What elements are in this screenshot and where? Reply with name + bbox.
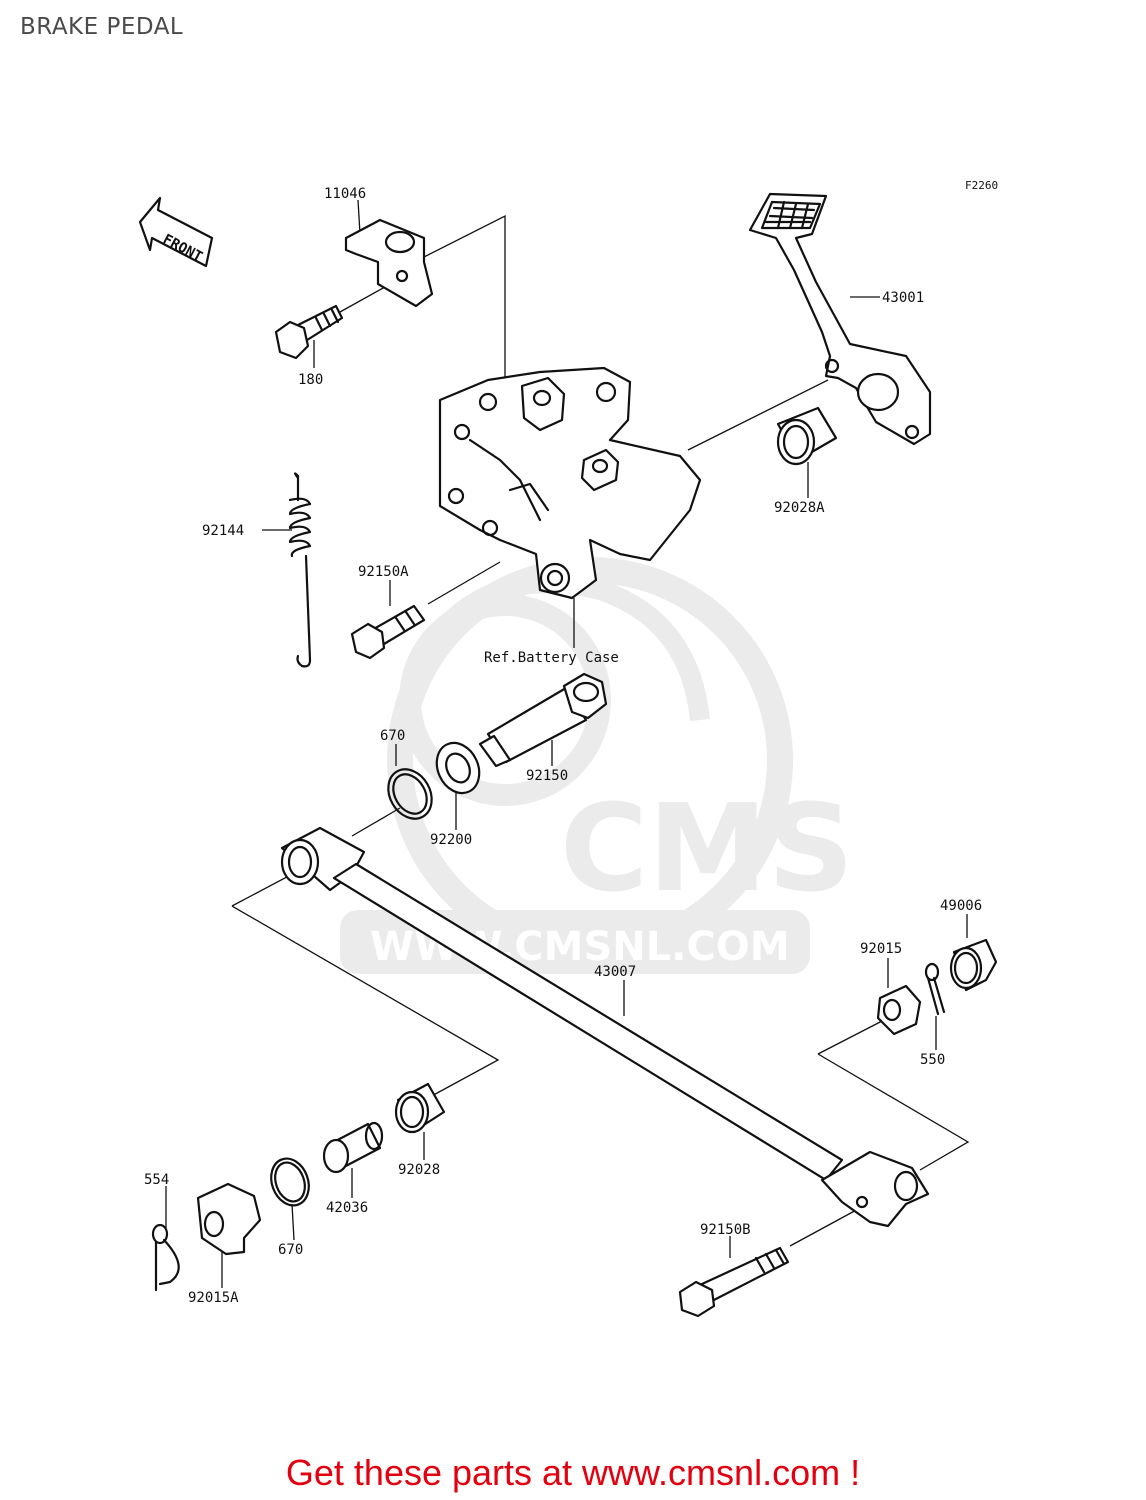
part-670-oring-upper (387, 768, 433, 820)
part-43007-rod (280, 826, 930, 1228)
label-92150a: 92150A (358, 564, 409, 580)
label-43007: 43007 (594, 964, 636, 980)
part-554-r-clip (151, 1223, 180, 1292)
part-670-oring-lower (270, 1157, 310, 1207)
part-92150-bolt (478, 672, 608, 768)
label-554: 554 (144, 1172, 169, 1188)
label-49006: 49006 (940, 898, 982, 914)
part-92028a-bushing (776, 406, 838, 466)
label-92028: 92028 (398, 1162, 440, 1178)
part-11046-clamp (344, 218, 434, 308)
part-92144-spring (288, 472, 312, 668)
part-92015a-collar (196, 1182, 262, 1256)
label-43001: 43001 (882, 290, 924, 306)
part-180-bolt (274, 304, 344, 360)
label-670-lower: 670 (278, 1242, 303, 1258)
label-92015: 92015 (860, 941, 902, 957)
part-550-cotter-pin (924, 962, 946, 1016)
part-92028-bushing (394, 1082, 446, 1134)
label-92150: 92150 (526, 768, 568, 784)
label-ref-battery-case: Ref.Battery Case (484, 650, 619, 666)
label-92028a: 92028A (774, 500, 825, 516)
part-92150b-bolt (678, 1246, 790, 1318)
label-42036: 42036 (326, 1200, 368, 1216)
footer-cta-link[interactable]: Get these parts at www.cmsnl.com ! (0, 1452, 1146, 1494)
label-180: 180 (298, 372, 323, 388)
page-title: BRAKE PEDAL (20, 14, 184, 40)
figure-code: F2260 (965, 179, 998, 192)
part-42036-collar (322, 1121, 384, 1174)
label-670-upper: 670 (380, 728, 405, 744)
label-92144: 92144 (202, 523, 244, 539)
footer-cta-text[interactable]: Get these parts at www.cmsnl.com ! (285, 1452, 861, 1493)
part-92015-collar (876, 984, 922, 1036)
label-550: 550 (920, 1052, 945, 1068)
label-11046: 11046 (324, 186, 366, 202)
part-92200-washer (435, 741, 481, 795)
label-92200: 92200 (430, 832, 472, 848)
part-labels: 11046 180 43001 92028A 92144 92150A Ref.… (144, 186, 982, 1306)
part-49006-cap (949, 938, 998, 992)
label-92150b: 92150B (700, 1222, 751, 1238)
front-arrow-icon: FRONT (138, 196, 214, 268)
label-92015a: 92015A (188, 1290, 239, 1306)
main-bracket (438, 366, 702, 600)
watermark-brand: CMS (560, 780, 854, 919)
part-43001-brake-pedal (748, 192, 932, 446)
part-92150a-bolt (350, 604, 426, 660)
